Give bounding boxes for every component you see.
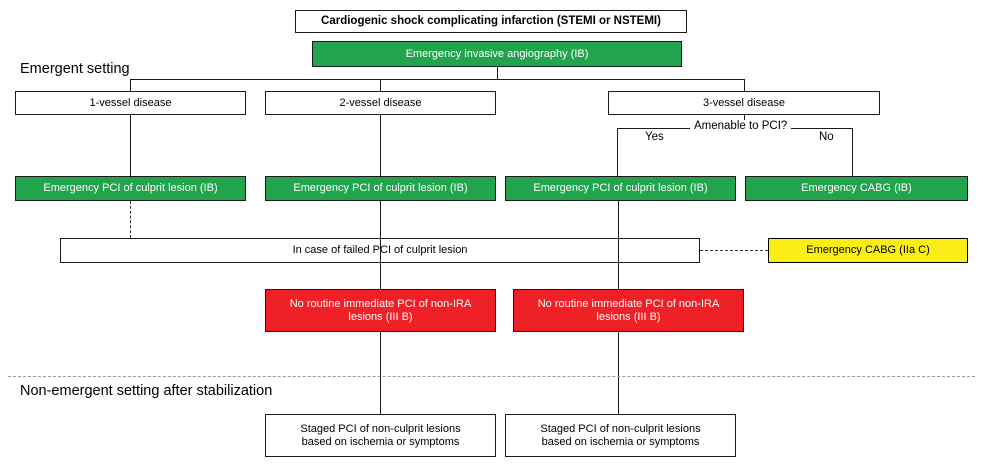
- connector-failed-to-cabg: [700, 250, 768, 251]
- header-box-cardiogenic-shock: Cardiogenic shock complicating infarctio…: [295, 10, 687, 33]
- decision-option-no: No: [816, 131, 837, 143]
- connector-vessel2-to-pci: [380, 115, 381, 176]
- no-routine-pci-box-2-line1: No routine immediate PCI of non-IRA: [537, 297, 720, 310]
- no-routine-pci-box-2-line2: lesions (III B): [596, 310, 661, 323]
- connector-nored2-to-staged: [618, 332, 619, 414]
- vessel-box-2: 2-vessel disease: [265, 91, 496, 115]
- no-routine-pci-box-1-line1: No routine immediate PCI of non-IRA: [289, 297, 472, 310]
- connector-vessel1-to-pci: [130, 115, 131, 176]
- connector-angio-down: [497, 67, 498, 79]
- angiography-box: Emergency invasive angiography (IB): [312, 41, 682, 67]
- treatment-box-pci-1: Emergency PCI of culprit lesion (IB): [15, 176, 246, 201]
- staged-pci-box-2-line1: Staged PCI of non-culprit lesions: [540, 422, 701, 435]
- connector-branch-no: [852, 128, 853, 176]
- no-routine-pci-box-2: No routine immediate PCI of non-IRA lesi…: [513, 289, 744, 332]
- decision-option-yes: Yes: [642, 131, 667, 143]
- section-divider: [8, 376, 975, 377]
- staged-pci-box-1-line1: Staged PCI of non-culprit lesions: [300, 422, 461, 435]
- vessel-box-1: 1-vessel disease: [15, 91, 246, 115]
- section-label-emergent: Emergent setting: [20, 61, 130, 77]
- section-label-non-emergent: Non-emergent setting after stabilization: [20, 383, 273, 399]
- staged-pci-box-1-line2: based on ischemia or symptoms: [301, 435, 460, 448]
- emergency-cabg-iia-box: Emergency CABG (IIa C): [768, 238, 968, 263]
- staged-pci-box-1: Staged PCI of non-culprit lesions based …: [265, 414, 496, 457]
- treatment-box-pci-3: Emergency PCI of culprit lesion (IB): [505, 176, 736, 201]
- no-routine-pci-box-1-line2: lesions (III B): [348, 310, 413, 323]
- treatment-box-cabg: Emergency CABG (IB): [745, 176, 968, 201]
- connector-branch-yes: [617, 128, 618, 176]
- no-routine-pci-box-1: No routine immediate PCI of non-IRA lesi…: [265, 289, 496, 332]
- connector-to-vessel-1: [130, 79, 131, 91]
- connector-to-vessel-2: [380, 79, 381, 91]
- connector-angio-horizontal: [130, 79, 744, 80]
- staged-pci-box-2: Staged PCI of non-culprit lesions based …: [505, 414, 736, 457]
- treatment-box-pci-2: Emergency PCI of culprit lesion (IB): [265, 176, 496, 201]
- connector-to-vessel-3: [744, 79, 745, 91]
- connector-pci3-to-nored: [618, 201, 619, 289]
- decision-label-amenable-to-pci: Amenable to PCI?: [690, 120, 792, 132]
- vessel-box-3: 3-vessel disease: [608, 91, 880, 115]
- connector-nored1-to-staged: [380, 332, 381, 414]
- connector-pci1-to-failed: [130, 201, 131, 238]
- connector-pci2-to-nored: [380, 201, 381, 289]
- staged-pci-box-2-line2: based on ischemia or symptoms: [541, 435, 700, 448]
